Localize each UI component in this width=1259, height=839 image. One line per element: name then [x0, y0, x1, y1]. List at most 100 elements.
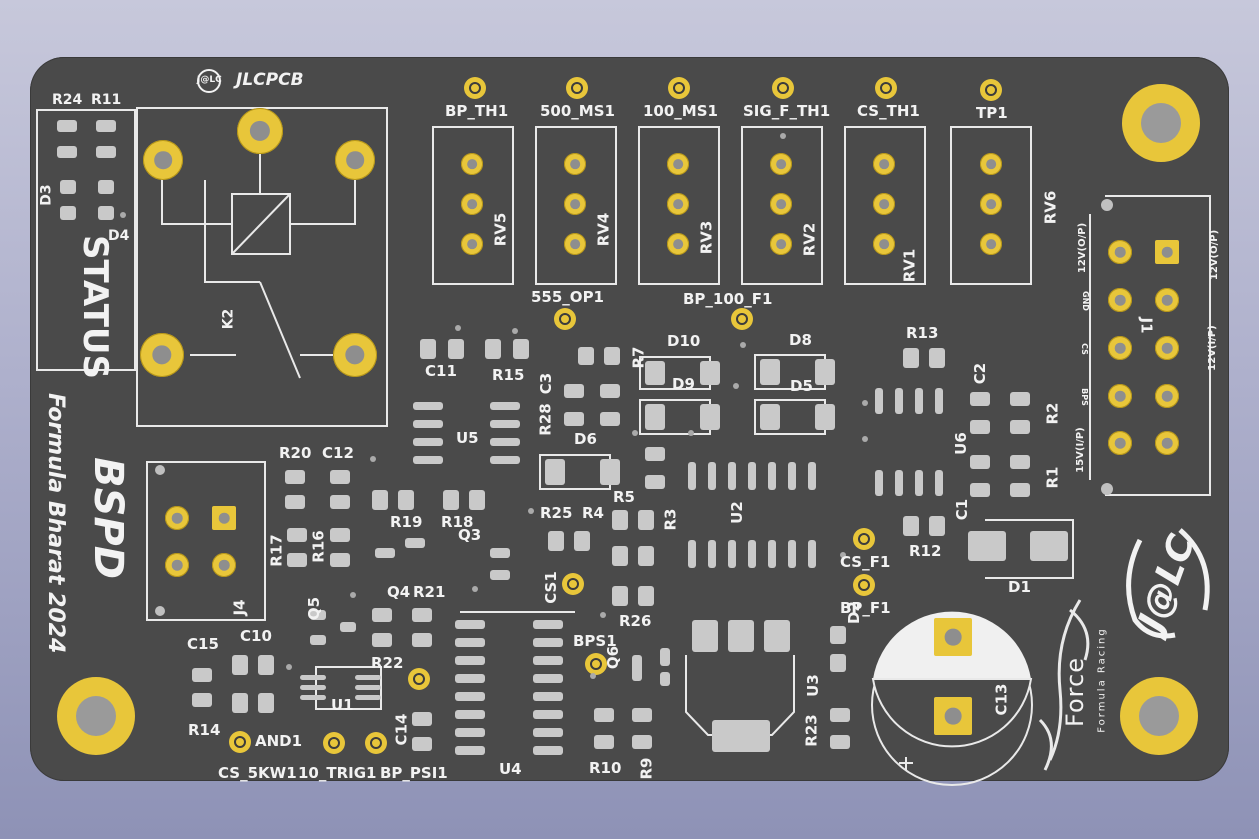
ref-r24: R24: [52, 92, 83, 108]
ref-d6: D6: [574, 430, 597, 448]
u5-pin-8: [490, 456, 520, 464]
ref-rv2: RV2: [800, 222, 819, 257]
label-bp-f1: BP_F1: [840, 599, 891, 617]
ref-c12: C12: [322, 444, 354, 462]
rv5-pad-1: [461, 153, 483, 175]
rv3-pad-2: [667, 193, 689, 215]
r26-pad-b: [638, 586, 654, 606]
r19-pad-b: [398, 490, 414, 510]
label-cs1: CS1: [541, 571, 560, 604]
board-subtitle: Formula Bharat 2024: [43, 393, 68, 654]
u2-pins-bottom: [688, 540, 696, 568]
ref-u6: U6: [951, 432, 970, 455]
ref-c3: C3: [537, 372, 556, 395]
d1-pad-b: [1030, 531, 1068, 561]
u5-pin-6: [490, 420, 520, 428]
via: [370, 456, 376, 462]
ref-r21: R21: [413, 583, 446, 601]
c3-pad-a: [564, 384, 584, 398]
ref-r14: R14: [188, 721, 221, 739]
j1-pad-9: [1155, 431, 1179, 455]
j1-label-12v-op-right: 12V(O/P): [1209, 229, 1221, 281]
label-cs-5kw1: CS_5KW1: [218, 764, 297, 782]
r10-pad-a: [594, 708, 614, 722]
u5-pin-2: [413, 420, 443, 428]
u4-pin: [533, 692, 563, 701]
j4-marker-top: [155, 465, 165, 475]
r28-pad-b: [600, 412, 620, 426]
rv1-pad-2: [873, 193, 895, 215]
k2-pad-bottom-right: [333, 333, 377, 377]
rv3-pad-3: [667, 233, 689, 255]
ref-r2: R2: [1043, 402, 1062, 425]
r28-pad-a: [600, 384, 620, 398]
ref-d4: D4: [108, 228, 130, 244]
u5-pin-4: [413, 456, 443, 464]
q3-pad: [375, 548, 395, 558]
r13-pad-b: [929, 348, 945, 368]
r4-pad-b: [638, 510, 654, 530]
u5-pin-5: [490, 402, 520, 410]
label-and1: AND1: [255, 732, 303, 750]
ref-r22: R22: [371, 654, 404, 672]
u5-pin-3: [413, 438, 443, 446]
via: [733, 383, 739, 389]
rv6-pad-3: [980, 233, 1002, 255]
ref-u4: U4: [499, 760, 522, 778]
q3-pad: [490, 570, 510, 580]
q4-pad-a: [372, 608, 392, 622]
j1-label-bps: BPS: [1079, 388, 1089, 406]
ref-r28: R28: [536, 403, 555, 436]
via: [840, 552, 846, 558]
u1-pin: [300, 685, 326, 690]
j1-label-12v-ip-right: 12V(I/P): [1206, 325, 1218, 371]
testpoint-cs1: [562, 573, 584, 595]
via: [862, 400, 868, 406]
via: [632, 430, 638, 436]
r13-pad-a: [903, 348, 919, 368]
r18-pad-b: [469, 490, 485, 510]
r3-pad-a: [612, 546, 628, 566]
j4-pad-2: [212, 506, 236, 530]
via: [350, 592, 356, 598]
r12-pad-b: [929, 516, 945, 536]
u6-pin: [895, 470, 903, 496]
ref-r17: R17: [267, 534, 286, 567]
ref-q3: Q3: [458, 526, 482, 544]
r2-pad-a: [1010, 392, 1030, 406]
c1-pad-a: [970, 455, 990, 469]
ref-d2: D2: [844, 601, 863, 624]
ref-c13: C13: [992, 683, 1011, 716]
q3-pad: [405, 538, 425, 548]
ref-r13: R13: [906, 324, 939, 342]
r7-pad-b: [604, 347, 620, 365]
via: [600, 612, 606, 618]
jlc-small-logo-text: J@LC: [197, 75, 222, 85]
d5-pad-b: [815, 404, 835, 430]
ref-d8: D8: [789, 331, 812, 349]
via: [455, 325, 461, 331]
u6-pin: [875, 388, 883, 414]
c15-pad-b: [192, 693, 212, 707]
u2-pins-bottom: [788, 540, 796, 568]
ref-q6: Q6: [604, 645, 623, 670]
u1-pin: [300, 695, 326, 700]
rv2-pad-1: [770, 153, 792, 175]
c10-pad-a: [232, 655, 248, 675]
testpoint-555-op1: [554, 308, 576, 330]
c11-pad-a: [420, 339, 436, 359]
ref-r26: R26: [619, 612, 652, 630]
j4-marker-bottom: [155, 606, 165, 616]
c2-pad-a: [970, 392, 990, 406]
r1-pad-a: [1010, 455, 1030, 469]
rv5-pad-2: [461, 193, 483, 215]
r10-pad-b: [594, 735, 614, 749]
pcb-board: [30, 57, 1229, 781]
d4-pad-b: [98, 206, 114, 220]
label-10-trig1: 10_TRIG1: [298, 764, 377, 782]
u6-pin: [875, 470, 883, 496]
ref-rv5: RV5: [491, 212, 510, 247]
r19-pad-a: [372, 490, 388, 510]
c10-pad-b: [258, 655, 274, 675]
rv2-pad-3: [770, 233, 792, 255]
